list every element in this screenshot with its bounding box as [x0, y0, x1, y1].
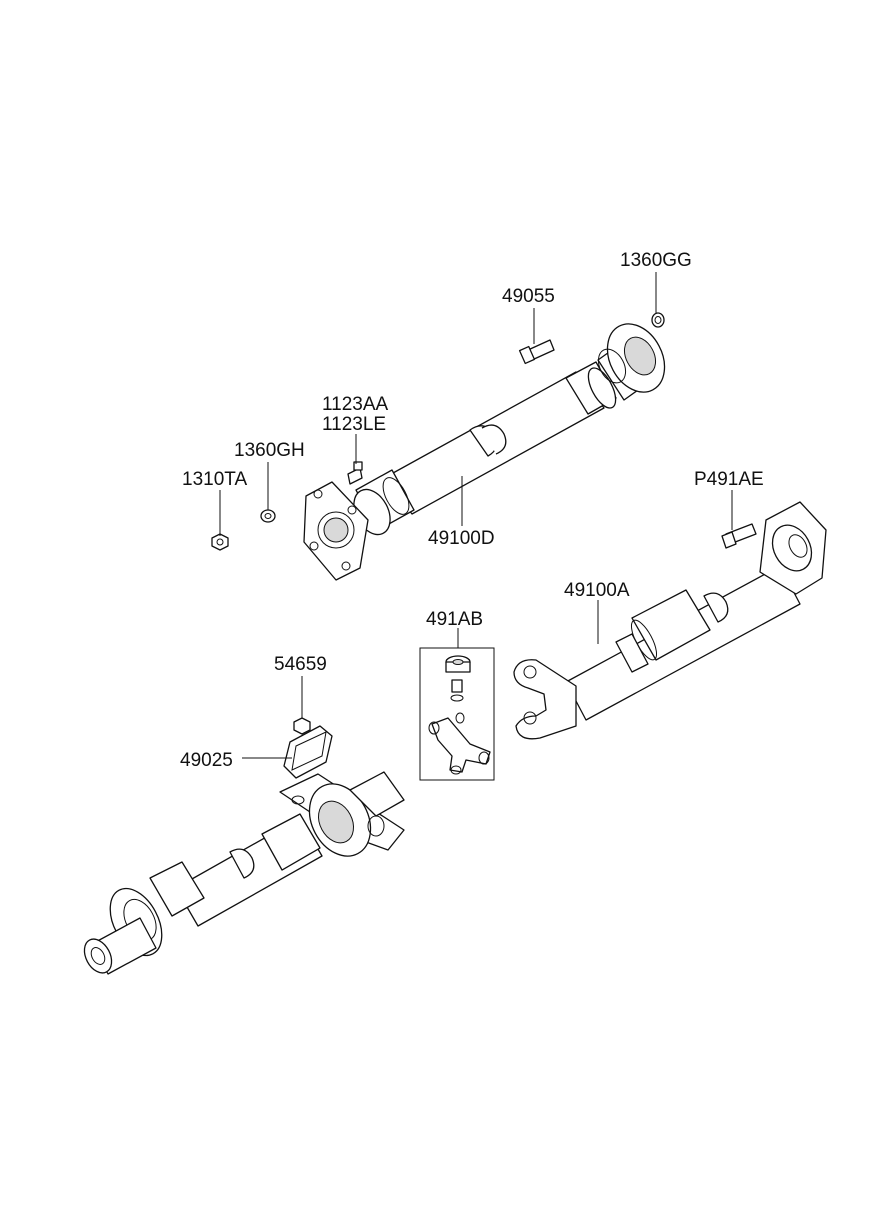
label-54659: 54659 [274, 654, 327, 675]
label-P491AE: P491AE [694, 469, 764, 490]
nut-54659 [293, 717, 311, 735]
universal-joint-kit-491AB [419, 647, 495, 781]
label-49055: 49055 [502, 286, 555, 307]
center-bearing-bracket-49025 [283, 725, 333, 779]
label-1123LE: 1123LE [322, 414, 386, 435]
bolt-P491AE [721, 523, 757, 549]
label-1123AA: 1123AA [322, 394, 389, 415]
front-propeller-shaft-49100D [303, 323, 666, 581]
label-49025: 49025 [180, 750, 233, 771]
rear-propeller-shaft-49100A [513, 501, 827, 740]
bolt-49055 [518, 339, 555, 365]
nut-1360GG [651, 312, 665, 328]
label-1360GG: 1360GG [620, 250, 692, 271]
label-49100A: 49100A [564, 580, 630, 601]
label-49100D: 49100D [428, 528, 495, 549]
bolt-1123AA [347, 461, 363, 485]
label-491AB: 491AB [426, 609, 483, 630]
label-1360GH: 1360GH [234, 440, 305, 461]
label-1310TA: 1310TA [182, 469, 247, 490]
leader-lines [219, 272, 733, 759]
part-labels: 1360GG 49055 1123AA 1123LE 1360GH 1310TA… [180, 250, 764, 771]
washer-1360GH [260, 509, 276, 523]
nut-1310TA [211, 533, 229, 551]
center-bearing-assembly [279, 771, 405, 857]
front-shaft-section [83, 813, 323, 975]
